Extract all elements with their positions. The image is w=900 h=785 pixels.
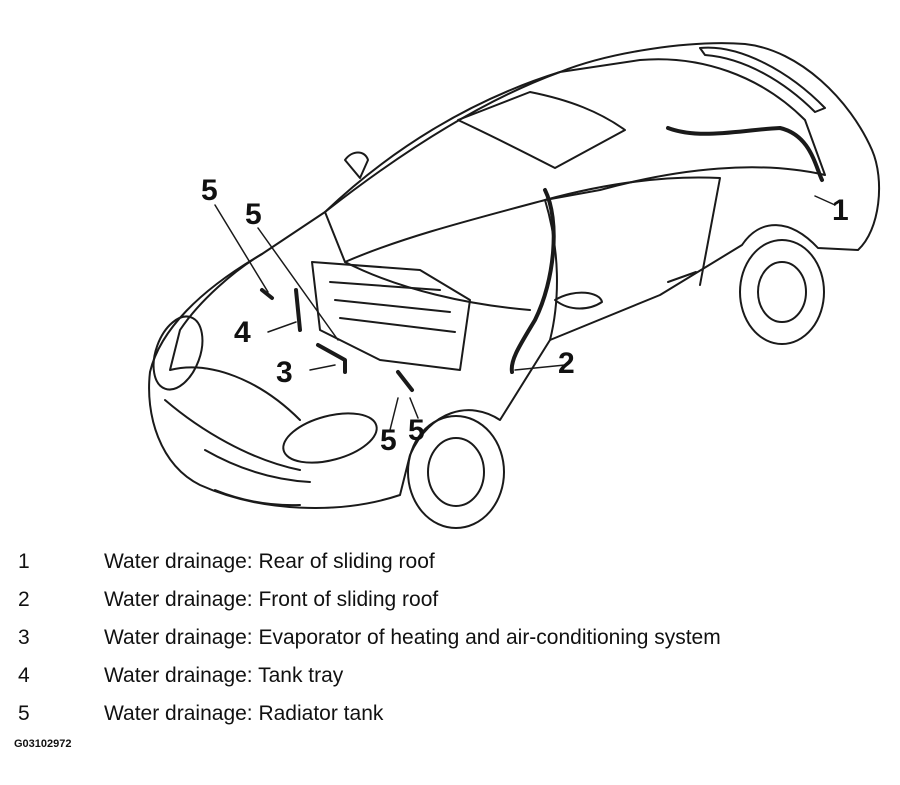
drain-hose-tank-tray bbox=[294, 288, 302, 332]
legend-text: Water drainage: Tank tray bbox=[104, 664, 344, 687]
legend-item: 4 Water drainage: Tank tray bbox=[0, 662, 900, 690]
side-mirror bbox=[554, 291, 603, 310]
drain-hose-rear bbox=[666, 126, 824, 182]
door-handle bbox=[667, 271, 697, 283]
legend-item: 5 Water drainage: Radiator tank bbox=[0, 700, 900, 728]
rear-spoiler bbox=[699, 46, 826, 113]
legend-item: 2 Water drainage: Front of sliding roof bbox=[0, 586, 900, 614]
roof-outline bbox=[324, 58, 826, 263]
legend-number: 5 bbox=[18, 702, 30, 725]
front-hood bbox=[169, 253, 301, 421]
drain-hose-evaporator bbox=[316, 343, 347, 374]
callout-5-mid: 5 bbox=[245, 198, 262, 231]
sliding-roof-panel bbox=[457, 91, 626, 169]
callout-5-bottom-left: 5 bbox=[380, 424, 397, 457]
car-water-drainage-diagram: 1 2 3 4 5 5 5 5 bbox=[148, 42, 881, 529]
legend-item: 1 Water drainage: Rear of sliding roof bbox=[0, 548, 900, 576]
front-wheel bbox=[407, 415, 505, 529]
car-body-outline bbox=[148, 42, 881, 509]
callout-2: 2 bbox=[558, 347, 575, 380]
legend-text: Water drainage: Front of sliding roof bbox=[104, 588, 439, 611]
callout-5-left: 5 bbox=[201, 174, 218, 207]
drain-hose-radiator bbox=[260, 288, 414, 392]
legend-number: 1 bbox=[18, 550, 30, 573]
drain-hose-front bbox=[509, 188, 556, 374]
left-headlight bbox=[152, 315, 204, 391]
callout-5-bottom-right: 5 bbox=[408, 414, 425, 447]
rear-wheel-hub bbox=[757, 261, 807, 323]
rear-wheel bbox=[739, 239, 825, 345]
callout-1: 1 bbox=[832, 194, 849, 227]
legend-text: Water drainage: Evaporator of heating an… bbox=[104, 626, 721, 649]
left-mirror bbox=[344, 151, 369, 179]
legend-number: 3 bbox=[18, 626, 30, 649]
callout-3: 3 bbox=[276, 356, 293, 389]
right-headlight bbox=[282, 412, 378, 464]
leader-lines bbox=[214, 195, 836, 431]
front-bumper bbox=[164, 399, 311, 507]
legend-text: Water drainage: Rear of sliding roof bbox=[104, 550, 435, 573]
legend-number: 2 bbox=[18, 588, 30, 611]
legend-number: 4 bbox=[18, 664, 30, 687]
engine-bay-components bbox=[311, 261, 471, 371]
figure-code: G03102972 bbox=[14, 738, 72, 750]
front-wheel-hub bbox=[427, 437, 485, 507]
legend-text: Water drainage: Radiator tank bbox=[104, 702, 384, 725]
door-outline bbox=[544, 176, 721, 341]
legend-item: 3 Water drainage: Evaporator of heating … bbox=[0, 624, 900, 652]
callout-4: 4 bbox=[234, 316, 251, 349]
windshield-edge bbox=[344, 261, 531, 311]
